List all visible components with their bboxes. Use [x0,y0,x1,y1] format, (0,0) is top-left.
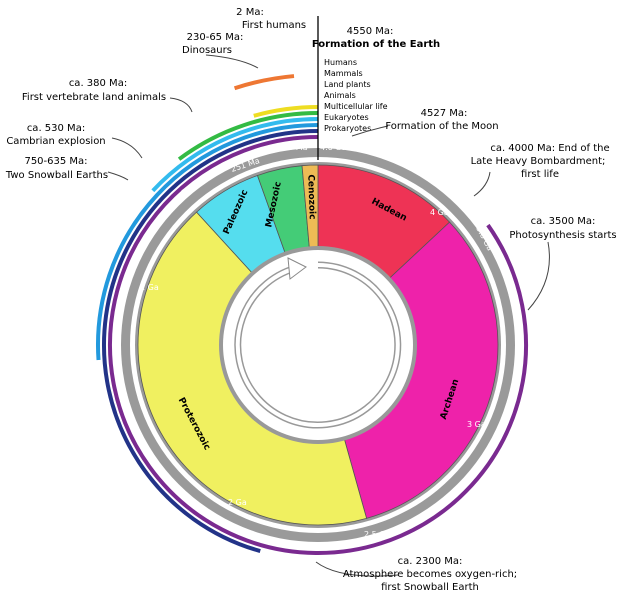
note-snowball-ma: 750-635 Ma: [24,156,87,167]
life-humans: Humans [324,58,357,67]
note-dino: Dinosaurs [182,45,232,56]
tick-2ga: 2 Ga [228,498,247,507]
callout-lhb [473,171,491,197]
life-prokaryotes: Prokaryotes [324,124,371,133]
note-earth-ma: 4550 Ma: [347,26,394,37]
arc-dinosaurs [233,74,295,91]
note-oxy-ma: ca. 2300 Ma: [398,556,463,567]
note-cambrian-ma: ca. 530 Ma: [27,123,85,134]
rotation-arrowhead [287,257,307,280]
note-vert-ma: ca. 380 Ma: [69,78,127,89]
note-photo: Photosynthesis starts [509,230,616,241]
note-oxy-1: Atmosphere becomes oxygen-rich; [343,569,517,580]
note-snowball: Two Snowball Earths [5,170,108,181]
callout-moon [351,125,389,137]
arc-eukaryotes [102,129,318,553]
tick-3ga: 3 Ga [467,420,486,429]
life-list: Humans Mammals Land plants Animals Multi… [321,55,388,136]
arc-land-plants [177,111,318,161]
note-vert: First vertebrate land animals [22,92,166,103]
note-humans-ma: 2 Ma: [236,7,264,18]
callout-dino [205,54,259,69]
arc-mammals [253,105,318,118]
note-moon: Formation of the Moon [385,121,498,132]
life-land-plants: Land plants [324,80,371,89]
life-animals: Animals [324,91,356,100]
note-cambrian: Cambrian explosion [6,136,105,147]
note-lhb-2: Late Heavy Bombardment; [471,156,606,167]
life-eukaryotes: Eukaryotes [324,113,369,122]
tick-4-6ga: 4.6 Ga [320,143,346,152]
arc-prokaryotes [108,135,528,555]
note-lhb-1: ca. 4000 Ma: End of the [490,143,609,154]
callout-cambrian [111,137,143,159]
note-photo-ma: ca. 3500 Ma: [531,216,596,227]
callout-vert [169,97,193,113]
tick-65ma: 65 Ma [283,143,308,152]
arc-multicellular [96,123,318,361]
label-cenozoic: Cenozoic [305,174,317,219]
center-disk [223,250,413,440]
note-earth: Formation of the Earth [312,39,440,50]
note-humans: First humans [242,20,306,31]
arc-animals [151,117,318,193]
note-moon-ma: 4527 Ma: [421,108,468,119]
life-mammals: Mammals [324,69,363,78]
life-multicellular: Multicellular life [324,102,388,111]
note-dino-ma: 230-65 Ma: [187,32,244,43]
callout-lines [107,54,550,577]
life-list-bg [321,55,379,136]
callout-snowball [107,171,129,181]
callout-oxy [315,561,399,577]
note-oxy-2: first Snowball Earth [381,582,479,593]
note-lhb-3: first life [521,169,559,180]
tick-1ga: 1 Ga [140,283,159,292]
tick-2-5ga: 2.5 Ga [364,530,390,539]
rotation-arrow-inner [235,263,400,427]
callout-photo [527,241,550,311]
tick-4ga: 4 Ga [430,208,449,217]
